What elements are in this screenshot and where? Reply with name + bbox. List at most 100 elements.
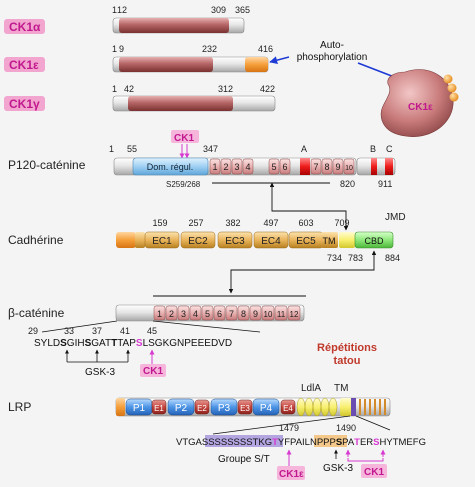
cadherin-cbd-label: CBD — [364, 236, 384, 246]
p120-block-b — [371, 158, 377, 175]
lrp-p3 — [210, 398, 238, 416]
lrp-tail-stripe-4 — [374, 399, 376, 415]
beta-repeat-4 — [189, 305, 202, 321]
lrp-p4 — [252, 398, 280, 416]
cadherin-ec3-label: EC3 — [225, 236, 245, 247]
beta-repeat-3 — [177, 305, 190, 321]
ck1-epsilon-num-9: 9 — [119, 44, 124, 54]
beta-repeat-label-3: 3 — [181, 309, 186, 319]
cadherin-tm-label: TM — [323, 236, 336, 246]
lrp-e4 — [280, 399, 296, 415]
lrp-num-1490: 1490 — [336, 423, 356, 433]
cadherin-num-257: 257 — [188, 218, 203, 228]
cadherin-ec1 — [144, 231, 180, 249]
p120-repeat-label-2: 2 — [223, 162, 228, 172]
ck1-epsilon-label: CK1ε — [9, 58, 39, 72]
lrp-ldla-repeat-5 — [328, 397, 338, 417]
p120-num-911: 911 — [378, 179, 392, 189]
ck1-gamma-kinase-domain — [128, 96, 233, 111]
beta-zoom-line-left — [41, 320, 118, 333]
lrp-ck1-tag: CK1 — [364, 467, 384, 478]
beta-repeat-10 — [261, 305, 275, 321]
cadherin-prodomain — [135, 232, 145, 248]
lrp-e3-label: E3 — [240, 404, 250, 413]
p120-repeat-4 — [242, 158, 254, 175]
p120-repeat-label-6: 6 — [282, 162, 287, 172]
cadherin-beta-connector — [228, 250, 377, 294]
p120-catenin: P120-caténine CK1 1 55 347 Dom. régul. 1… — [8, 130, 396, 189]
beta-repeat-1 — [153, 305, 166, 321]
p120-repeat-label-3: 3 — [234, 162, 239, 172]
p120-cadherin-connector — [269, 182, 349, 231]
beta-zoom-line-right — [152, 320, 261, 333]
beta-pos-37: 37 — [92, 326, 102, 336]
cadherin-num-159: 159 — [152, 218, 167, 228]
cadherin-ec1-label: EC1 — [152, 236, 172, 247]
p120-ck1-tag-bg — [171, 130, 199, 143]
cadherin-num-709: 709 — [334, 218, 349, 228]
beta-repeat-6 — [213, 305, 226, 321]
ck1-gamma-num-312: 312 — [218, 84, 233, 94]
p120-site-a: A — [301, 144, 307, 154]
cadherin-label: Cadhérine — [8, 233, 64, 247]
cadherin-num-603: 603 — [298, 218, 313, 228]
lrp-tail-stripe-6 — [384, 399, 386, 415]
p120-repeat-6 — [279, 158, 291, 175]
phospho-dot-3 — [449, 92, 459, 102]
ck1-gamma-num-422: 422 — [260, 84, 275, 94]
lrp-ck1-tag-bg — [361, 464, 387, 478]
cadherin-ec2 — [180, 231, 216, 249]
beta-pos-45: 45 — [147, 326, 157, 336]
p120-repeat-10 — [343, 158, 355, 175]
lrp-ldla: LdlA — [301, 383, 321, 394]
ck1-epsilon-num-416: 416 — [258, 44, 273, 54]
ck1e-blob-label: CK1ε — [408, 102, 433, 113]
p120-num-55: 55 — [127, 144, 137, 154]
ck1-alpha-label: CK1α — [9, 20, 41, 34]
cadherin-ec2-label: EC2 — [188, 236, 208, 247]
lrp-tail-stripes — [359, 399, 386, 415]
ck1-alpha-label-bg — [4, 19, 45, 34]
lrp-e3 — [237, 399, 253, 415]
armadillo-repeats-label: Répétitions tatou — [317, 342, 377, 367]
ck1-gamma-num-42: 42 — [124, 84, 134, 94]
p120-label: P120-caténine — [8, 158, 86, 172]
p120-regulatory-domain — [132, 157, 209, 176]
beta-repeat-label-6: 6 — [217, 309, 222, 319]
cadherin-num-382: 382 — [225, 218, 240, 228]
ck1-epsilon-num-1: 1 — [112, 44, 117, 54]
beta-repeat-label-8: 8 — [241, 309, 246, 319]
lrp-p1-label: P1 — [133, 403, 146, 414]
lrp-tm: TM — [334, 383, 348, 394]
lrp-num-1479: 1479 — [279, 423, 299, 433]
lrp-ldla-repeat-4 — [320, 397, 330, 417]
p120-repeat-label-5: 5 — [271, 162, 276, 172]
cadherin-signal-peptide — [116, 232, 136, 248]
cadherin-ec4 — [253, 231, 289, 249]
beta-repeat-9 — [249, 305, 262, 321]
lrp-tail-stripe-3 — [369, 399, 371, 415]
p120-block-a — [300, 158, 310, 175]
beta-ck1-tag-bg — [140, 364, 166, 377]
repetitions-line-2: tatou — [334, 355, 361, 367]
ck1-epsilon-label-bg — [4, 57, 45, 72]
lrp-zoom-line-right — [355, 415, 391, 431]
beta-repeat-7 — [225, 305, 238, 321]
lrp-e1 — [151, 399, 167, 415]
lrp-groupe-label: Groupe S/T — [218, 454, 270, 465]
cadherin-jmd: JMD — [385, 212, 406, 223]
autophos-line-2: phosphorylation — [297, 52, 368, 63]
p120-block-c — [385, 158, 393, 175]
p120-site-c: C — [386, 144, 393, 154]
p120-s-sites: S259/268 — [166, 180, 201, 189]
lrp-st-group-bg — [205, 435, 283, 447]
beta-repeat-label-1: 1 — [157, 309, 162, 319]
cadherin-jmd-domain — [339, 232, 355, 248]
lrp-zoom-line-left — [212, 415, 351, 435]
cadherin-num-734: 734 — [327, 253, 342, 263]
